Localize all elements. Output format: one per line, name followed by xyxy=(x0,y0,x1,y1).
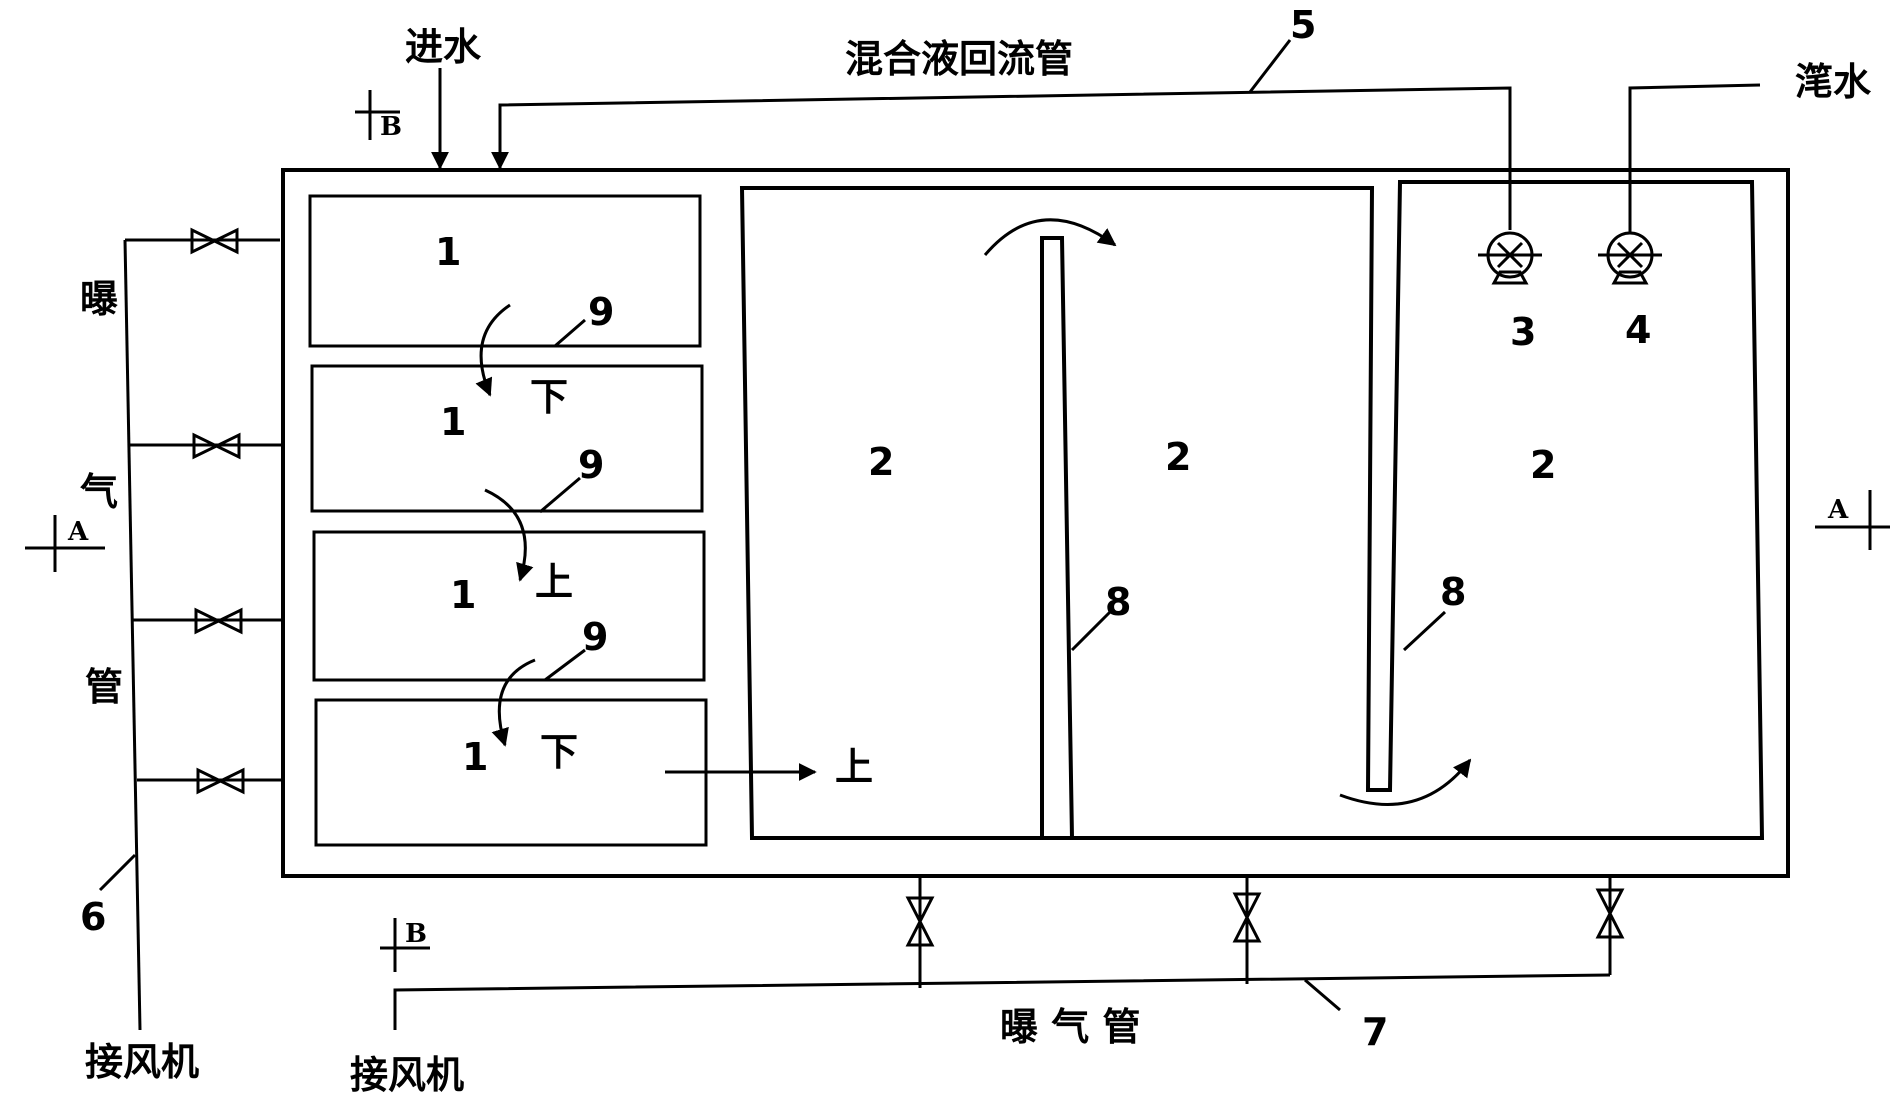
left-valve-icons xyxy=(190,227,245,795)
inlet-label: 进水 xyxy=(405,25,482,69)
bottom-aeration-label: 曝 气 管 xyxy=(1000,1005,1140,1049)
flow-label-up-1: 上 xyxy=(535,560,573,604)
baffle-leader-1 xyxy=(1070,608,1114,652)
pump-recycle-icon xyxy=(1478,231,1542,285)
bottom-aeration-branches xyxy=(918,876,1612,988)
section-marker-a-left xyxy=(25,515,105,572)
partition-number-3: 9 xyxy=(582,615,608,659)
flow-arrow-under-baffle xyxy=(1339,758,1472,806)
partition-number-1: 9 xyxy=(588,290,614,334)
partition-leader-2 xyxy=(539,476,581,514)
outlet-pipe xyxy=(1628,83,1761,232)
recycle-pipe xyxy=(498,86,1512,230)
partition-leader-1 xyxy=(554,318,586,348)
flow-arrow-over-baffle xyxy=(983,218,1117,256)
aerobic-left-chamber xyxy=(739,186,1075,840)
left-aeration-leader xyxy=(98,853,137,892)
anoxic-compartment-1 xyxy=(308,194,702,348)
section-marker-b-top xyxy=(355,90,400,140)
left-aeration-label-2: 气 xyxy=(80,470,118,514)
left-aeration-number: 6 xyxy=(80,895,106,939)
section-marker-b-bottom xyxy=(380,918,430,972)
aerobic-zone-number-2: 2 xyxy=(1165,435,1191,479)
outlet-label: 滗水 xyxy=(1795,60,1872,104)
anoxic-compartment-4 xyxy=(314,698,708,847)
left-aeration-main xyxy=(123,239,142,1031)
partition-number-2: 9 xyxy=(578,443,604,487)
section-label-a-left: A xyxy=(67,517,89,547)
blower-label-left: 接风机 xyxy=(85,1040,199,1084)
flow-label-down-2: 下 xyxy=(540,730,578,774)
flow-arrow-anoxic-1 xyxy=(475,303,511,397)
partition-leader-3 xyxy=(544,648,586,682)
aerobic-wall-mid xyxy=(1072,180,1765,840)
pump-decant-number: 4 xyxy=(1625,308,1651,352)
bottom-valve-icons xyxy=(905,888,1625,947)
flow-arrow-anoxic-3 xyxy=(491,658,536,747)
flow-label-down-1: 下 xyxy=(530,375,568,419)
left-aeration-label-3: 管 xyxy=(85,665,123,709)
anoxic-zone-number-4: 1 xyxy=(462,735,488,779)
anoxic-compartments xyxy=(308,194,708,847)
recycle-pipe-leader xyxy=(1248,39,1292,93)
recycle-pipe-number: 5 xyxy=(1290,3,1316,47)
anoxic-compartment-3 xyxy=(312,530,706,682)
aerobic-zone xyxy=(739,180,1765,840)
flow-label-up-2: 上 xyxy=(835,745,873,789)
outer-tank xyxy=(281,168,1790,878)
anoxic-zone-number-2: 1 xyxy=(440,400,466,444)
blower-label-bottom: 接风机 xyxy=(350,1053,464,1097)
flow-arrow-anoxic-2 xyxy=(484,488,534,582)
baffle-number-2: 8 xyxy=(1440,570,1466,614)
bottom-aeration-number: 7 xyxy=(1362,1010,1388,1054)
anoxic-compartment-2 xyxy=(310,364,704,513)
pump-decant-icon xyxy=(1598,231,1662,285)
bottom-aeration-leader xyxy=(1304,978,1341,1012)
anoxic-zone-number-3: 1 xyxy=(450,573,476,617)
baffle-number-1: 8 xyxy=(1105,580,1131,624)
baffle-leader-2 xyxy=(1402,610,1447,652)
anoxic-zone-number-1: 1 xyxy=(435,230,461,274)
section-marker-a-right xyxy=(1815,490,1890,550)
left-aeration-branches xyxy=(125,238,285,782)
recycle-pipe-label: 混合液回流管 xyxy=(845,37,1073,81)
section-label-a-right: A xyxy=(1827,495,1849,525)
pump-recycle-number: 3 xyxy=(1510,310,1536,354)
section-label-b-top: B xyxy=(380,112,402,142)
bottom-aeration-main xyxy=(393,973,1611,1030)
left-aeration-label-1: 曝 xyxy=(80,277,118,321)
aerobic-zone-number-3: 2 xyxy=(1530,443,1556,487)
section-label-b-bottom: B xyxy=(405,919,427,949)
aerobic-zone-number-1: 2 xyxy=(868,440,894,484)
